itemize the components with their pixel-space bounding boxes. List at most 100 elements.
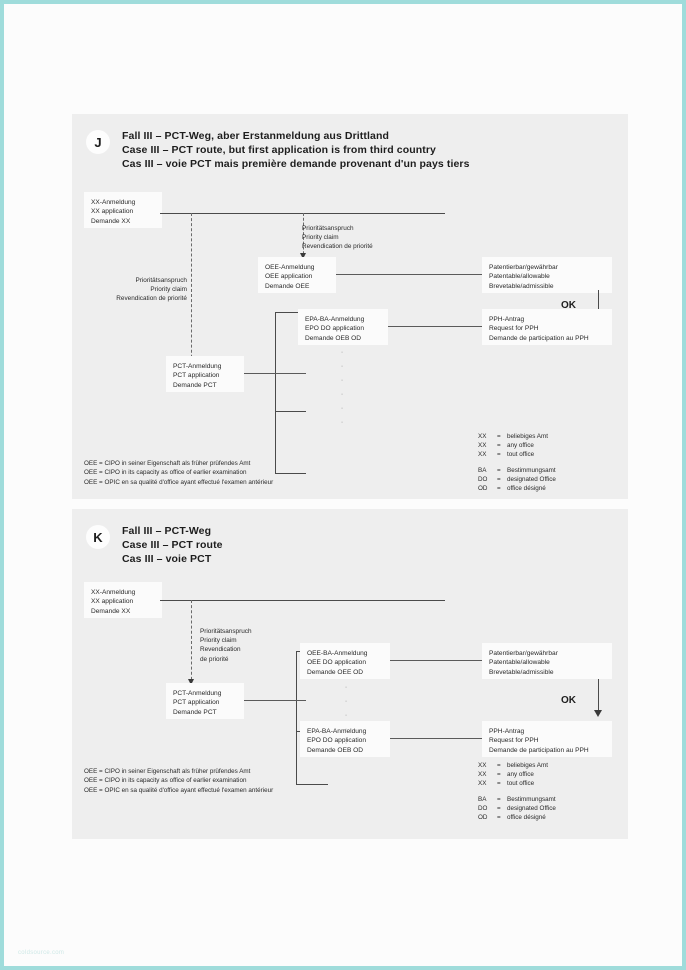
abbr-eq: = [497,466,501,474]
abbr-row: DO = designated Office [478,804,559,813]
abbr-row: XX = tout office [478,450,559,459]
abbr-eq: = [497,780,501,788]
abbr-eq: = [497,762,501,769]
abbr-value: beliebiges Amt [507,433,548,440]
ok-arrow-shaft [598,290,599,322]
bracket-spine [296,651,297,785]
abbr-value: Bestimmungsamt [507,466,556,474]
box-epo-do-application: EPA-BA-Anmeldung EPO DO application Dema… [300,721,390,757]
abbr-key: BA [478,795,487,803]
abbr-row: XX = any office [478,441,559,450]
abbr-eq: = [497,451,501,459]
priority-dashed-right [303,213,304,259]
priority-dashed [191,600,192,685]
abbr-key: XX [478,762,487,769]
diagram-heading-j-fr: Cas III – voie PCT mais première demande… [122,158,470,170]
box-pct-application: PCT-Anmeldung PCT application Demande PC… [166,683,244,719]
abbreviation-list-j: XX = beliebiges Amt XX = any office XX =… [478,432,559,493]
bracket-stub-middle [244,700,306,702]
ok-arrow-shaft [598,679,599,715]
bracket-stub-middle [244,373,306,375]
label-ok-k: OK [561,695,576,706]
abbr-row: XX = beliebiges Amt [478,761,559,770]
box-oee-do-application: OEE-BA-Anmeldung OEE DO application Dema… [300,643,390,679]
abbr-key: OD [478,485,488,493]
abbr-key: BA [478,466,487,474]
priority-arrow-right-icon [300,253,306,259]
box-pct-application: PCT-Anmeldung PCT application Demande PC… [166,356,244,392]
diagram-heading-j-de: Fall III – PCT-Weg, aber Erstanmeldung a… [122,130,389,142]
abbr-value: beliebiges Amt [507,762,548,769]
abbr-key: XX [478,442,487,450]
abbr-row: XX = beliebiges Amt [478,432,559,441]
abbr-eq: = [497,771,501,779]
label-priority-claim-left: Prioritätsanspruch Priority claim Revend… [116,277,187,303]
diagram-heading-k-de: Fall III – PCT-Weg [122,525,212,537]
abbr-key: XX [478,433,487,440]
box-patentable: Patentierbar/gewährbar Patentable/allowa… [482,643,612,679]
diagram-badge-k: K [86,525,110,549]
abbr-eq: = [497,475,501,483]
abbr-value: designated Office [507,475,556,483]
ok-arrow-icon [594,710,602,717]
box-pph-request: PPH-Antrag Request for PPH Demande de pa… [482,309,612,345]
abbr-row: OD = office désigné [478,813,559,822]
ellipsis-dots-k: · · · · · [344,684,348,747]
legend-oee-j: OEE = CIPO in seiner Eigenschaft als frü… [84,460,274,486]
box-oee-application: OEE-Anmeldung OEE application Demande OE… [258,257,336,293]
bracket-stub-top [275,312,306,313]
abbr-eq: = [497,433,501,440]
bracket-spine [275,312,276,474]
box-xx-application: XX-Anmeldung XX application Demande XX [84,582,162,618]
abbr-key: DO [478,804,488,812]
abbr-eq: = [497,442,501,450]
abbr-value: designated Office [507,804,556,812]
abbreviation-list-k: XX = beliebiges Amt XX = any office XX =… [478,761,559,822]
connector-oee-to-patentable [336,274,482,276]
bracket-stub-lower [275,411,306,412]
timeline-top-connector [160,213,445,214]
abbr-eq: = [497,814,501,822]
diagram-heading-k-fr: Cas III – voie PCT [122,553,212,565]
box-epo-do-application: EPA-BA-Anmeldung EPO DO application Dema… [298,309,388,345]
diagram-badge-j: J [86,130,110,154]
abbr-value: office désigné [507,814,546,822]
abbr-row: BA = Bestimmungsamt [478,466,559,475]
abbr-key: XX [478,780,487,788]
abbr-eq: = [497,485,501,493]
diagram-panel-k: K Fall III – PCT-Weg Case III – PCT rout… [72,509,628,839]
label-priority-claim-right: Prioritätsanspruch Priority claim Revend… [302,225,373,251]
diagram-heading-k-en: Case III – PCT route [122,539,223,551]
timeline-top-connector [160,600,445,601]
ellipsis-dots-j: · · · · · · [340,349,344,426]
abbr-eq: = [497,804,501,812]
bracket-stub-bottom [296,784,328,785]
diagram-panel-j: J Fall III – PCT-Weg, aber Erstanmeldung… [72,114,628,499]
abbr-row: XX = any office [478,770,559,779]
priority-dashed-left [191,213,192,378]
legend-oee-k: OEE = CIPO in seiner Eigenschaft als frü… [84,768,274,794]
abbr-key: XX [478,771,487,779]
box-pph-request: PPH-Antrag Request for PPH Demande de pa… [482,721,612,757]
abbr-value: tout office [507,780,535,788]
abbr-value: tout office [507,451,535,459]
watermark: coldsource.com [18,950,65,956]
abbr-row: DO = designated Office [478,475,559,484]
abbr-value: office désigné [507,485,546,493]
connector-epodo-to-pph [388,326,482,328]
abbr-value: Bestimmungsamt [507,795,556,803]
priority-arrow-icon [188,679,194,685]
abbr-eq: = [497,795,501,803]
connector-oeedo-to-patentable [390,660,482,662]
label-priority-claim-k: Prioritätsanspruch Priority claim Revend… [200,628,252,663]
label-ok-j: OK [561,300,576,311]
abbr-row: BA = Bestimmungsamt [478,795,559,804]
abbr-row: XX = tout office [478,779,559,788]
connector-epodo-to-pph [390,738,482,740]
box-patentable: Patentierbar/gewährbar Patentable/allowa… [482,257,612,293]
abbr-key: DO [478,475,488,483]
abbr-key: OD [478,814,488,822]
abbr-row: OD = office désigné [478,484,559,493]
abbr-key: XX [478,451,487,459]
